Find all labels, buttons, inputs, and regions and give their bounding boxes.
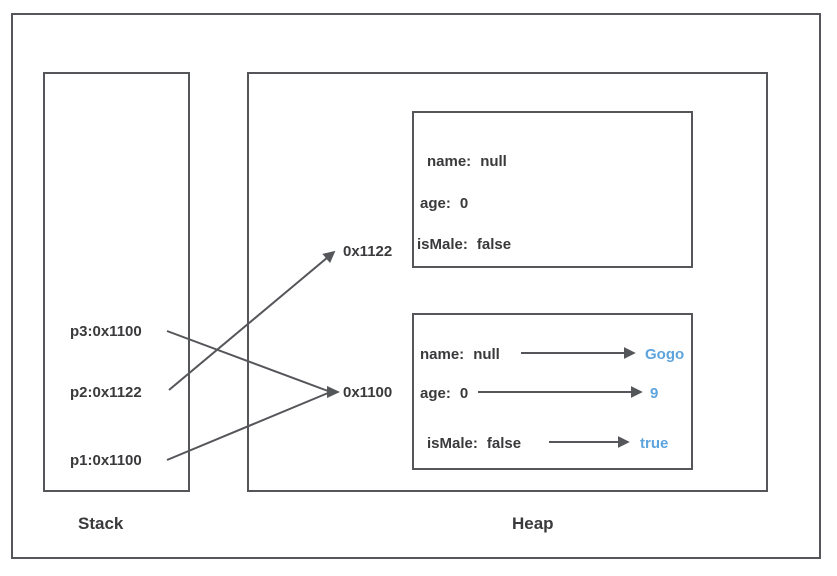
field-ismale: isMale: false true [427,434,685,454]
stack-box: p3:0x1100 p2:0x1122 p1:0x1100 [43,72,190,492]
field-name-value: null [473,346,500,363]
field-name: name: null [427,152,507,172]
field-age: age: 0 9 [420,384,685,404]
field-age: age: 0 [420,194,468,214]
stack-pointer-p3: p3:0x1100 [70,323,142,340]
field-age-value: 0 [459,195,469,212]
heap-box: 0x1122 0x1100 name: null age: 0 isMale: fal… [247,72,768,492]
heap-object-default: name: null age: 0 isMale: false [412,111,693,268]
field-age-new-value: 9 [650,385,659,402]
field-age-label: age: [420,385,451,402]
field-name-new-value: Gogo [645,346,685,363]
field-ismale-value: false [476,236,512,253]
field-ismale-label: isMale: [427,435,478,452]
field-name: name: null Gogo [420,345,685,365]
heap-address-0x1122: 0x1122 [343,243,393,260]
stack-title: Stack [78,514,124,533]
stack-pointer-p2: p2:0x1122 [70,384,142,401]
field-age-value: 0 [459,385,469,402]
field-name-label: name: [420,346,465,363]
field-name-value: null [480,153,507,170]
field-ismale-label: isMale: [417,236,468,253]
field-age-label: age: [420,195,451,212]
field-ismale: isMale: false [417,235,511,255]
field-name-label: name: [427,153,472,170]
stack-pointer-p1: p1:0x1100 [70,452,142,469]
heap-object-updated: name: null Gogo age: 0 9 isMale: false true [412,313,693,470]
heap-title: Heap [512,514,554,533]
field-ismale-new-value: true [640,435,669,452]
heap-address-0x1100: 0x1100 [343,384,393,401]
field-ismale-value: false [486,435,522,452]
